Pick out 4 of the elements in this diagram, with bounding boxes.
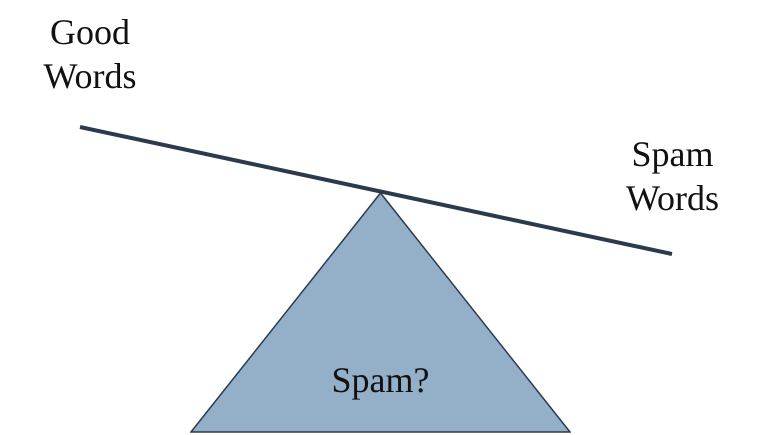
side-label: Spam Words — [624, 133, 720, 220]
side-label: Good Words — [42, 11, 138, 98]
node-text: Spam? — [332, 359, 430, 402]
triangle-fulcrum — [190, 192, 571, 433]
